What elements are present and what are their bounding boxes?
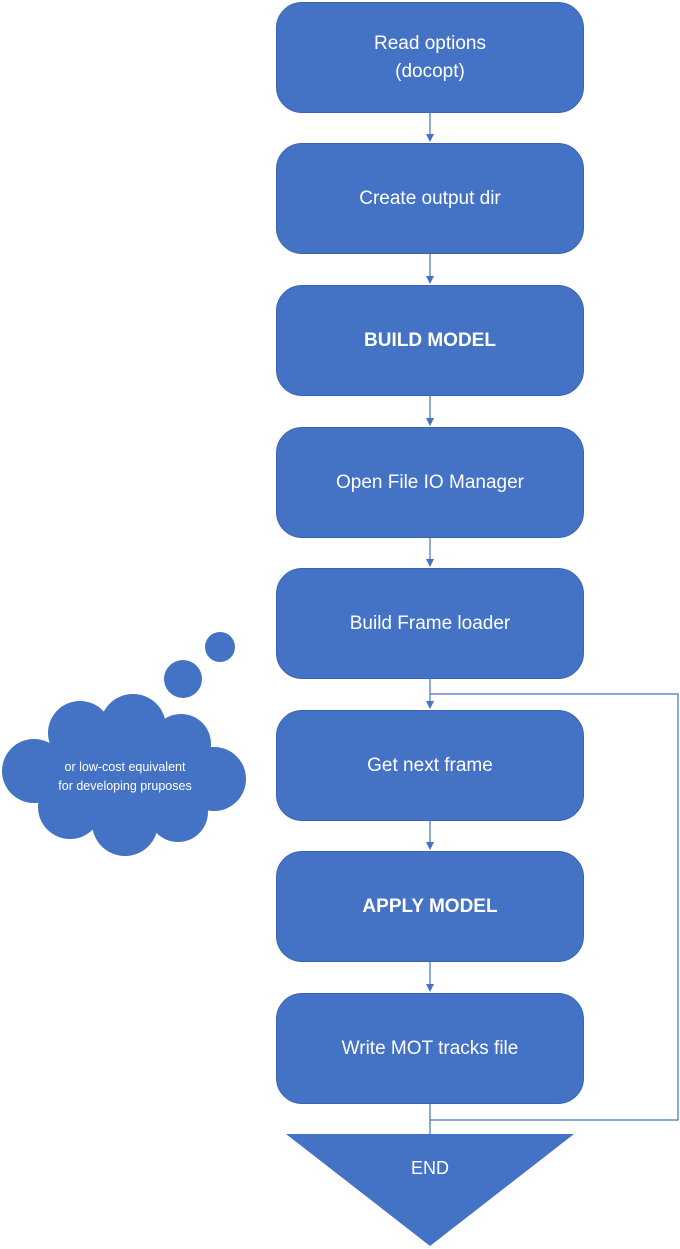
loop-connector xyxy=(430,693,679,1121)
step-create-output-dir: Create output dir xyxy=(276,143,584,254)
step-write-mot-tracks-file: Write MOT tracks file xyxy=(276,993,584,1104)
step-open-file-io-manager: Open File IO Manager xyxy=(276,427,584,538)
step-build-model: BUILD MODEL xyxy=(276,285,584,396)
thought-cloud-text: or low-cost equivalent for developing pr… xyxy=(58,760,192,793)
step-build-frame-loader: Build Frame loader xyxy=(276,568,584,679)
thought-cloud-shape xyxy=(2,632,246,856)
step-apply-model: APPLY MODEL xyxy=(276,851,584,962)
end-shape xyxy=(286,1134,574,1246)
end-label: END xyxy=(410,1158,449,1178)
step-read-options: Read options (docopt) xyxy=(276,2,584,113)
step-get-next-frame: Get next frame xyxy=(276,710,584,821)
